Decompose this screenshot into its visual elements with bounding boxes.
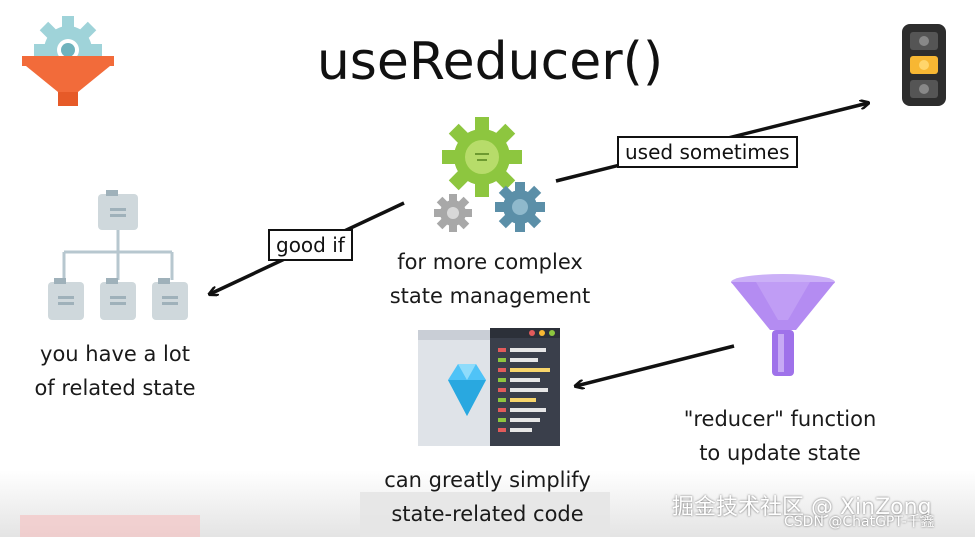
left-caption-line-1: you have a lot bbox=[40, 342, 190, 366]
blurred-bottom-left bbox=[20, 515, 200, 537]
right-caption-line-2: to update state bbox=[699, 441, 861, 465]
arrow-to-editor bbox=[576, 344, 735, 386]
code-editor-icon bbox=[418, 328, 560, 446]
right-caption-line-1: "reducer" function bbox=[683, 407, 877, 431]
center-caption-line-1: for more complex bbox=[397, 250, 583, 274]
watermark: 掘金技术社区 @ XinZong bbox=[672, 495, 932, 520]
right-caption: "reducer" function to update state bbox=[655, 402, 905, 470]
traffic-light-icon bbox=[902, 24, 946, 106]
center-caption: for more complex state management bbox=[365, 245, 615, 313]
funnel-icon bbox=[731, 274, 835, 376]
bottom-caption-line-2: state-related code bbox=[391, 502, 584, 526]
left-caption-line-2: of related state bbox=[34, 376, 196, 400]
bottom-caption: can greatly simplify state-related code bbox=[355, 463, 620, 531]
left-caption: you have a lot of related state bbox=[0, 337, 230, 405]
gears-icon bbox=[434, 117, 545, 232]
good-if-label: good if bbox=[268, 229, 353, 261]
blurred-bottom-middle bbox=[360, 492, 610, 537]
gear-funnel-icon bbox=[22, 16, 114, 106]
bottom-caption-line-1: can greatly simplify bbox=[384, 468, 591, 492]
hierarchy-icon bbox=[48, 190, 188, 320]
center-caption-line-2: state management bbox=[389, 284, 591, 308]
watermark-small: CSDN @ChatGPT-千鑫 bbox=[784, 514, 935, 530]
page-title: useReducer() bbox=[316, 32, 664, 92]
used-sometimes-label: used sometimes bbox=[617, 136, 798, 168]
